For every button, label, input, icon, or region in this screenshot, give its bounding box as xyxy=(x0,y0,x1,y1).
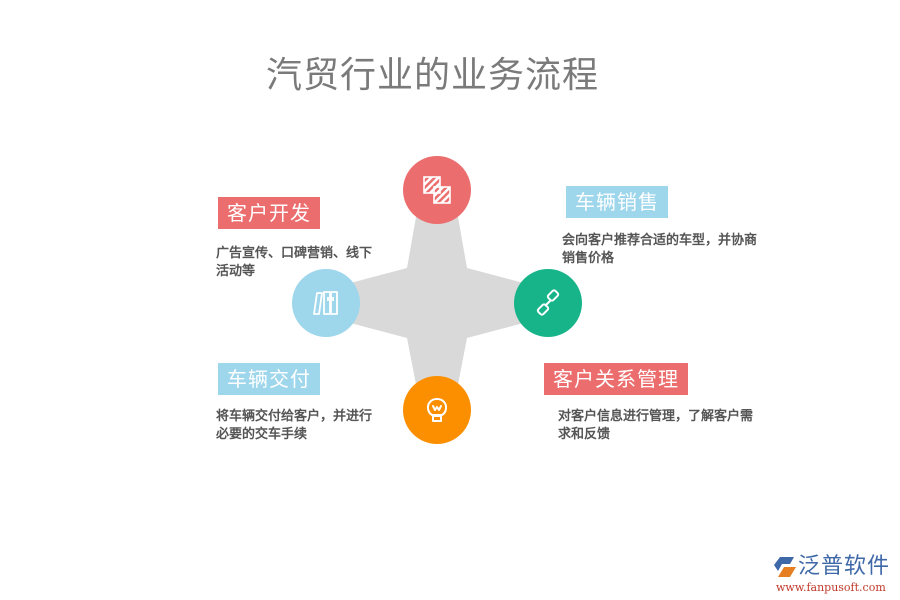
desc-line: 求和反馈 xyxy=(558,427,611,442)
lightbulb-icon xyxy=(426,398,448,422)
desc-line: 对客户信息进行管理，了解客户需 xyxy=(558,409,754,424)
desc-line: 活动等 xyxy=(216,264,256,279)
hatched-squares-icon xyxy=(423,176,451,204)
desc-line: 必要的交车手续 xyxy=(216,427,308,442)
circle-right xyxy=(514,269,582,337)
step-label-vehicle-delivery: 车辆交付 xyxy=(218,363,320,395)
desc-line: 广告宣传、口碑营销、线下 xyxy=(216,246,373,261)
step-label-customer-development: 客户开发 xyxy=(218,197,320,229)
step-label-customer-relationship: 客户关系管理 xyxy=(544,363,688,395)
circle-top xyxy=(403,156,471,224)
book-binders-icon xyxy=(313,291,338,315)
desc-line: 会向客户推荐合适的车型，并协商 xyxy=(562,233,758,248)
desc-line: 将车辆交付给客户，并进行 xyxy=(216,409,373,424)
page-title: 汽贸行业的业务流程 xyxy=(266,55,600,96)
logo-icon xyxy=(774,557,796,577)
desc-line: 销售价格 xyxy=(562,251,615,266)
step-desc-vehicle-delivery: 将车辆交付给客户，并进行 必要的交车手续 xyxy=(216,408,372,444)
step-label-vehicle-sales: 车辆销售 xyxy=(566,186,668,218)
step-desc-customer-relationship: 对客户信息进行管理，了解客户需 求和反馈 xyxy=(558,408,753,444)
circle-bottom xyxy=(403,376,471,444)
step-desc-vehicle-sales: 会向客户推荐合适的车型，并协商 销售价格 xyxy=(562,232,757,268)
step-desc-customer-development: 广告宣传、口碑营销、线下 活动等 xyxy=(216,245,372,281)
circle-left xyxy=(292,269,360,337)
logo-url: www.fanpusoft.com xyxy=(776,581,886,594)
brand-logo: 泛普软件 www.fanpusoft.com xyxy=(770,553,895,598)
link-chain-icon xyxy=(536,289,560,316)
logo-name: 泛普软件 xyxy=(798,554,891,579)
